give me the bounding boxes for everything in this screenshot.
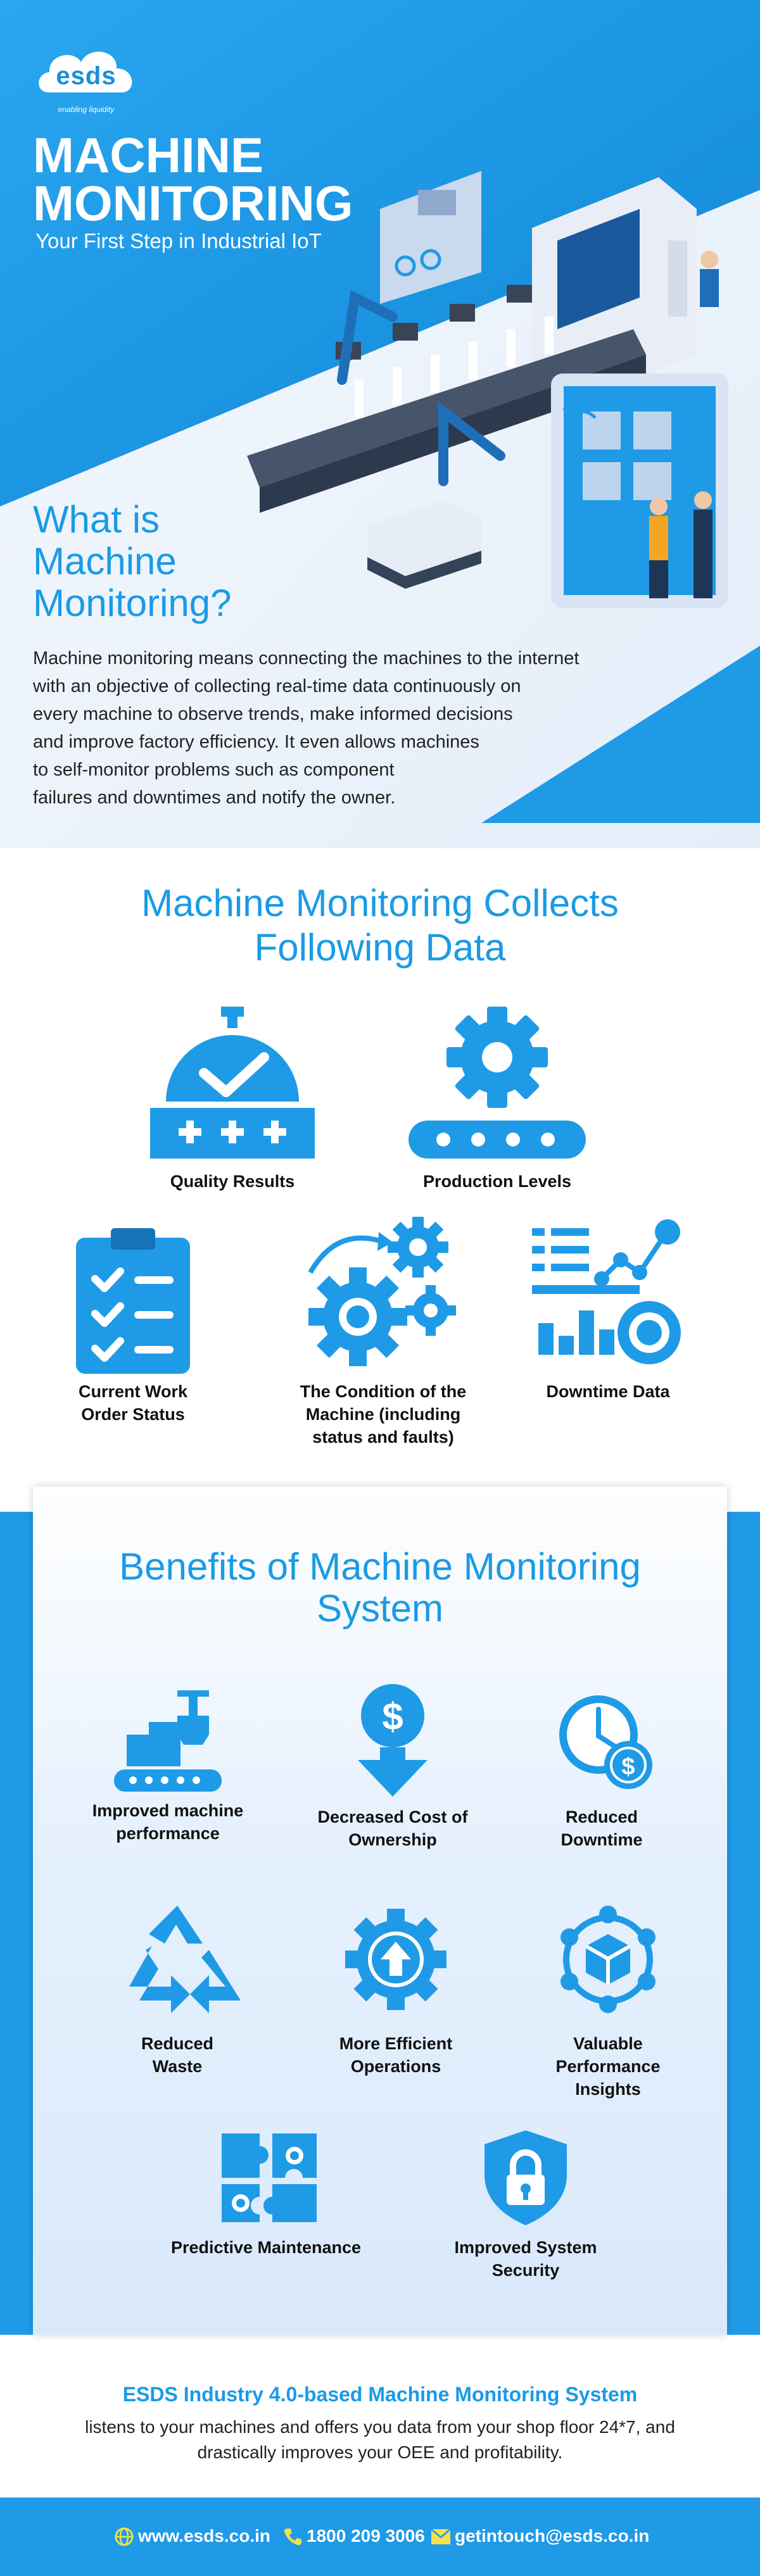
- label-line: status and faults): [312, 1428, 454, 1447]
- collect-label-production: Production Levels: [422, 1172, 572, 1191]
- benefit-label-performance: Improved machine performance: [76, 1799, 260, 1845]
- label-line: Decreased Cost of: [317, 1807, 468, 1826]
- collects-title-line1: Machine Monitoring Collects: [141, 882, 619, 924]
- gears-icon: [308, 1217, 456, 1366]
- footer-body-line: listens to your machines and offers you …: [85, 2417, 675, 2437]
- label-line: Reduced: [141, 2034, 214, 2053]
- globe-icon: [115, 2527, 134, 2546]
- puzzle-gears-icon: [222, 2133, 317, 2222]
- hero-title-line2: MONITORING: [33, 175, 353, 231]
- label-line: More Efficient: [339, 2034, 453, 2053]
- recycle-icon: [129, 1906, 241, 2013]
- label-line: Ownership: [348, 1830, 437, 1849]
- label-line: Performance: [555, 2057, 661, 2076]
- what-body-line: failures and downtimes and notify the ow…: [33, 788, 396, 808]
- email-link[interactable]: getintouch@esds.co.in: [455, 2526, 650, 2546]
- label-line: The Condition of the: [300, 1382, 467, 1401]
- email-icon: [431, 2529, 451, 2544]
- benefits-title-line2: System: [316, 1587, 444, 1630]
- benefit-label-predictive: Predictive Maintenance: [170, 2238, 362, 2257]
- website-link[interactable]: www.esds.co.in: [138, 2526, 271, 2546]
- label-line: Current Work: [78, 1382, 188, 1401]
- what-is-title: What is Machine Monitoring?: [33, 499, 232, 624]
- label-line: Reduced: [565, 1807, 638, 1826]
- benefits-title-line1: Benefits of Machine Monitoring: [119, 1545, 641, 1588]
- quality-gauge-icon: [150, 1007, 315, 1159]
- phone-icon: [284, 2529, 301, 2546]
- label-line: Operations: [350, 2057, 441, 2076]
- collect-label-quality: Quality Results: [170, 1172, 295, 1191]
- what-title-line3: Monitoring?: [33, 582, 232, 624]
- label-line: Security: [491, 2261, 560, 2280]
- dollar-down-arrow-icon: $: [358, 1684, 428, 1797]
- label-line: Valuable: [573, 2034, 643, 2053]
- what-body-line: to self-monitor problems such as compone…: [33, 760, 395, 780]
- collect-label-condition: The Condition of the Machine (including …: [272, 1380, 494, 1448]
- hero-section: esds enabling liquidity MACHINE MONITORI…: [0, 0, 760, 848]
- hero-subtitle: Your First Step in Industrial IoT: [35, 229, 322, 253]
- benefit-label-security: Improved System Security: [431, 2236, 621, 2282]
- robot-arm-conveyor-icon: [114, 1690, 222, 1792]
- collects-title-line2: Following Data: [254, 926, 506, 969]
- label-line: Improved System: [454, 2238, 597, 2257]
- phone-number[interactable]: 1800 209 3006: [307, 2526, 425, 2546]
- benefit-label-insights: Valuable Performance Insights: [519, 2032, 697, 2101]
- network-cube-icon: [560, 1906, 656, 2013]
- clock-dollar-icon: $: [559, 1695, 652, 1789]
- what-body-line: every machine to observe trends, make in…: [33, 704, 513, 724]
- label-line: Machine (including: [305, 1405, 461, 1424]
- label-line: Waste: [152, 2057, 203, 2076]
- svg-text:$: $: [382, 1695, 403, 1738]
- label-line: Order Status: [81, 1405, 185, 1424]
- footer-body-line: drastically improves your OEE and profit…: [197, 2442, 563, 2462]
- gear-conveyor-icon: [408, 1007, 586, 1159]
- label-line: Downtime: [560, 1830, 643, 1849]
- what-body-line: and improve factory efficiency. It even …: [33, 732, 479, 752]
- what-body-line: Machine monitoring means connecting the …: [33, 648, 580, 669]
- what-title-line2: Machine: [33, 540, 177, 582]
- logo-cloud-icon: [39, 51, 132, 92]
- logo-tagline: enabling liquidity: [58, 105, 115, 114]
- hero-title-line1: MACHINE: [33, 127, 263, 183]
- benefit-label-waste: Reduced Waste: [95, 2032, 260, 2078]
- collect-label-downtime: Downtime Data: [546, 1382, 670, 1401]
- what-body-line: with an objective of collecting real-tim…: [33, 676, 521, 696]
- benefit-label-operations: More Efficient Operations: [304, 2032, 488, 2078]
- logo[interactable]: esds: [56, 62, 117, 90]
- label-line: performance: [116, 1824, 220, 1843]
- svg-text:$: $: [621, 1754, 635, 1780]
- label-line: Improved machine: [92, 1801, 244, 1820]
- clipboard-checklist-icon: [76, 1228, 190, 1374]
- benefit-label-downtime: Reduced Downtime: [519, 1806, 684, 1851]
- collect-label-work-order: Current Work Order Status: [57, 1380, 209, 1426]
- hero-background: [0, 0, 760, 848]
- footer-title: ESDS Industry 4.0-based Machine Monitori…: [122, 2383, 638, 2406]
- label-line: Insights: [575, 2080, 641, 2099]
- gear-up-arrow-icon: [345, 1909, 446, 2010]
- what-title-line1: What is: [33, 498, 160, 541]
- factory-illustration: [247, 171, 728, 608]
- shield-lock-icon: [484, 2130, 567, 2225]
- analytics-dashboard-icon: [532, 1219, 681, 1364]
- benefit-label-cost: Decreased Cost of Ownership: [298, 1806, 488, 1851]
- footer-body: listens to your machines and offers you …: [38, 2415, 722, 2465]
